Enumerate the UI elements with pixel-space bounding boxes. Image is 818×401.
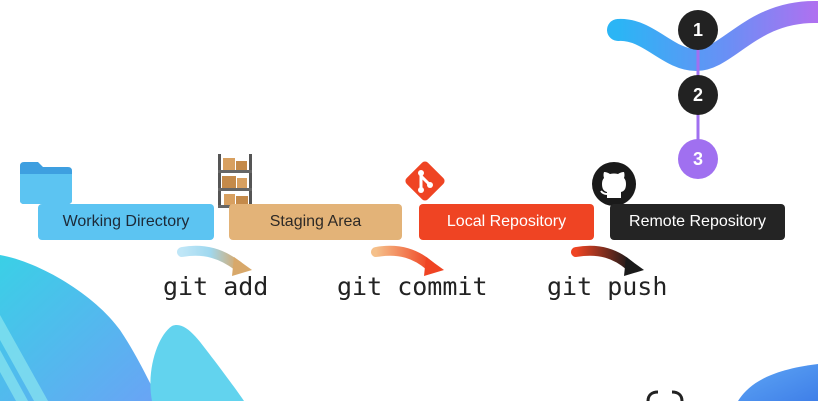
step-2-badge: 2 — [678, 75, 718, 115]
git-add-command: git add — [163, 272, 269, 301]
remote-repository-box: Remote Repository — [610, 204, 785, 240]
github-logo-icon — [592, 162, 636, 206]
remote-repository-label: Remote Repository — [629, 213, 766, 230]
working-directory-box: Working Directory — [38, 204, 214, 240]
staging-area-box: Staging Area — [229, 204, 402, 240]
local-repository-label: Local Repository — [446, 213, 567, 230]
git-push-command: git push — [547, 272, 668, 301]
working-directory-label: Working Directory — [62, 213, 190, 230]
step-1-badge: 1 — [678, 10, 718, 50]
folder-icon — [20, 162, 72, 204]
staging-area-label: Staging Area — [269, 213, 362, 230]
git-commit-command: git commit — [337, 272, 488, 301]
step-3-badge: 3 — [678, 139, 718, 179]
git-logo-icon — [405, 161, 445, 201]
local-repository-box: Local Repository — [419, 204, 594, 240]
shelves-icon — [218, 154, 252, 208]
